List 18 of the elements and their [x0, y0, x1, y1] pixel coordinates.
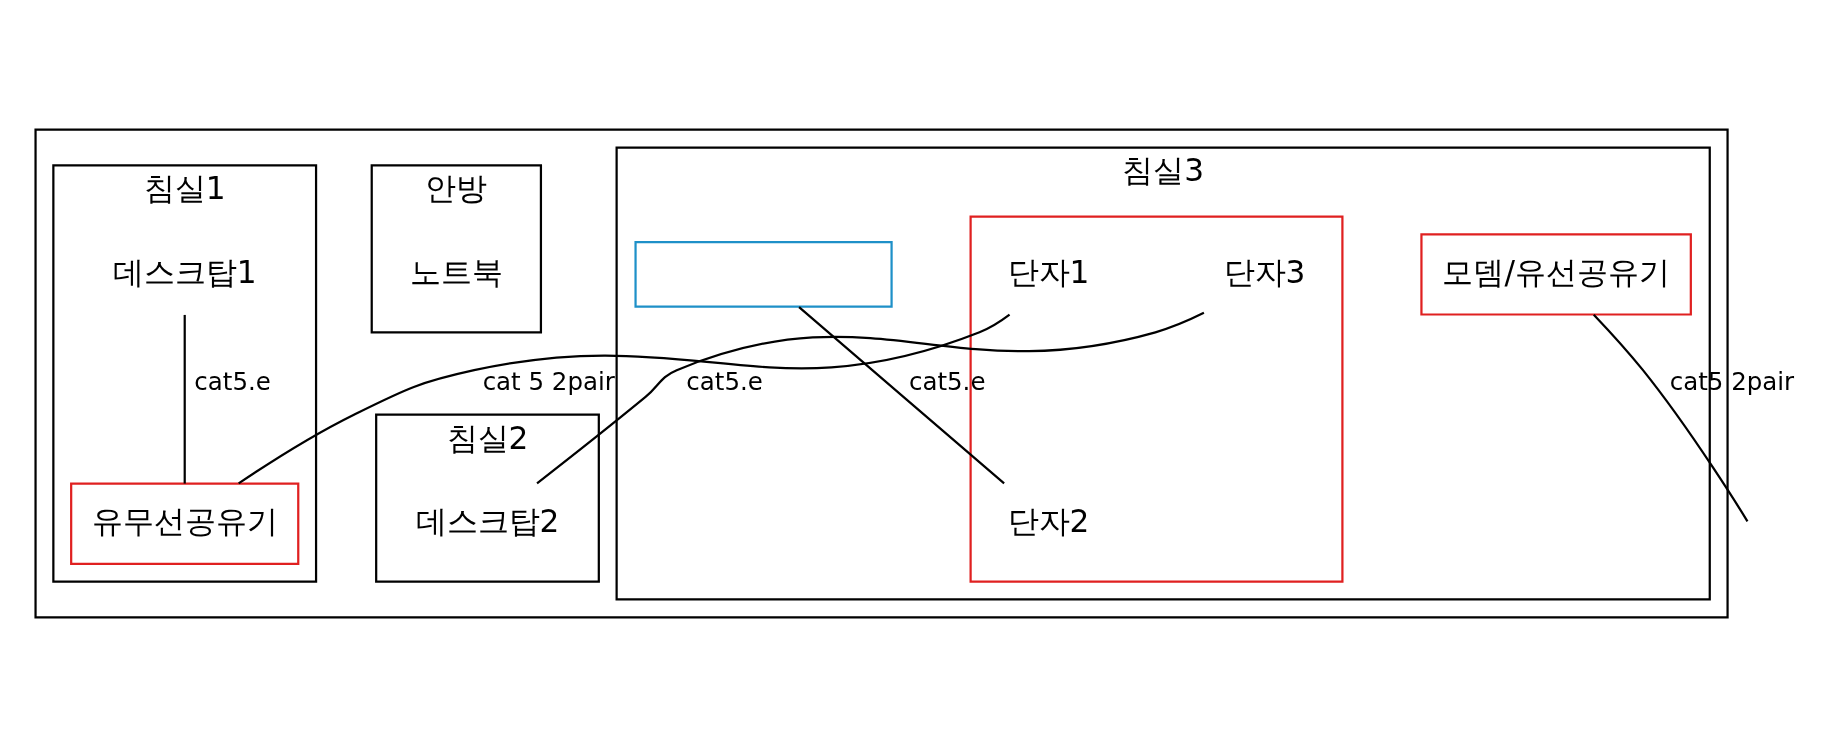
connector [183, 314, 186, 484]
node-text: 단자3 [1223, 253, 1306, 290]
node-text: 단자2 [1007, 502, 1090, 539]
node-text: 데스크탑1 [112, 253, 257, 290]
node-box [634, 240, 893, 308]
edge-label: cat 5 2pair [482, 366, 615, 396]
node-text: 노트북 [409, 253, 503, 290]
node-box: 모뎀/유선공유기 [1420, 232, 1692, 316]
cluster [34, 128, 1729, 618]
connector [1592, 313, 1749, 522]
connector [238, 313, 1011, 484]
edge-label: cat5.e [686, 366, 763, 396]
node-box: 유무선공유기 [70, 482, 300, 565]
connector [798, 305, 1005, 484]
node-text: 단자1 [1007, 253, 1090, 290]
edge-label: cat5.e [194, 366, 271, 396]
connector [536, 311, 1205, 484]
node-text: 데스크탑2 [415, 502, 560, 539]
